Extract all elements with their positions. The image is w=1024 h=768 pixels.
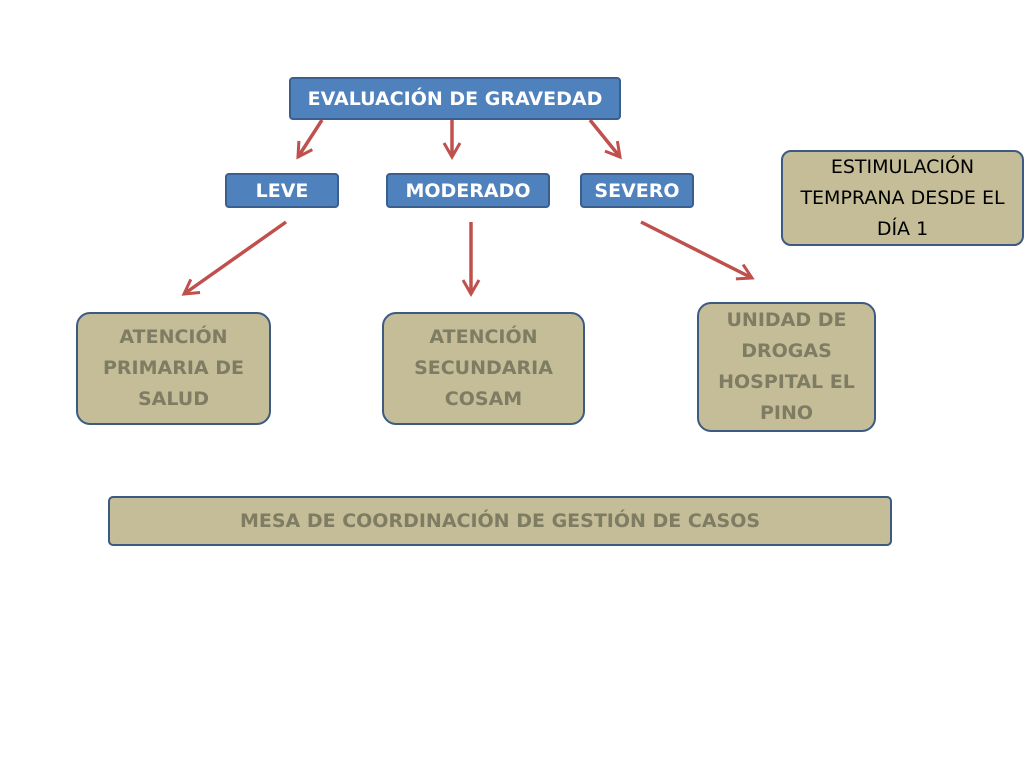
footer-bar: MESA DE COORDINACIÓN DE GESTIÓN DE CASOS xyxy=(108,496,892,546)
level-node-leve: LEVE xyxy=(225,173,339,208)
destination-node-label: UNIDAD DE DROGAS HOSPITAL EL PINO xyxy=(718,309,855,424)
root-node-label: EVALUACIÓN DE GRAVEDAD xyxy=(307,87,603,110)
destination-node-unidad: UNIDAD DE DROGAS HOSPITAL EL PINO xyxy=(697,302,876,432)
arrow-root-to-severo xyxy=(588,118,622,160)
arrow-severo-to-unidad xyxy=(640,220,755,281)
level-node-moderado: MODERADO xyxy=(386,173,550,208)
root-node: EVALUACIÓN DE GRAVEDAD xyxy=(289,77,621,120)
arrow-root-to-leve xyxy=(296,119,324,160)
arrow-leve-to-primaria xyxy=(181,220,288,296)
level-node-severo: SEVERO xyxy=(580,173,694,208)
destination-node-secundaria: ATENCIÓN SECUNDARIA COSAM xyxy=(382,312,585,425)
level-node-label: MODERADO xyxy=(405,179,531,202)
note-box: ESTIMULACIÓN TEMPRANA DESDE EL DÍA 1 xyxy=(781,150,1024,246)
level-node-label: SEVERO xyxy=(594,179,680,202)
level-node-label: LEVE xyxy=(255,179,309,202)
note-box-label: ESTIMULACIÓN TEMPRANA DESDE EL DÍA 1 xyxy=(800,155,1005,240)
footer-bar-label: MESA DE COORDINACIÓN DE GESTIÓN DE CASOS xyxy=(239,509,761,532)
destination-node-label: ATENCIÓN PRIMARIA DE SALUD xyxy=(102,326,244,410)
destination-node-label: ATENCIÓN SECUNDARIA COSAM xyxy=(414,326,553,410)
destination-node-primaria: ATENCIÓN PRIMARIA DE SALUD xyxy=(76,312,271,425)
